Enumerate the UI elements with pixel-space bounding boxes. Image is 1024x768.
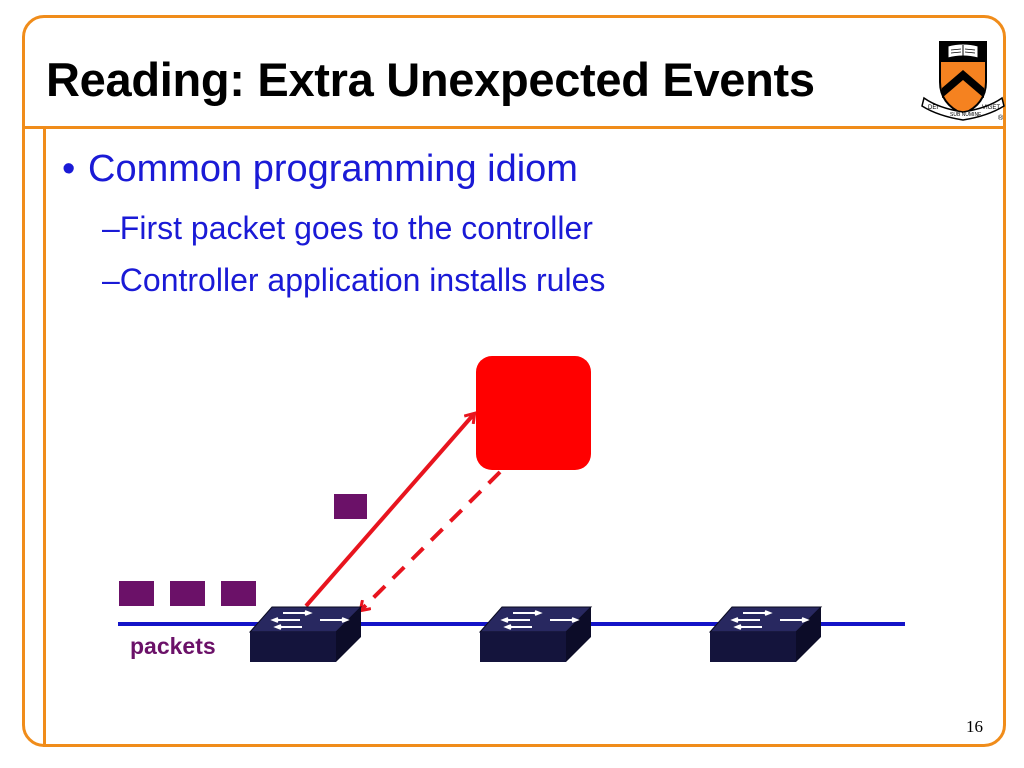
slide-frame bbox=[22, 15, 1006, 747]
sub-item-1: –First packet goes to the controller bbox=[102, 210, 593, 246]
sub-item-2: –Controller application installs rules bbox=[102, 262, 606, 298]
packet-in-flight bbox=[334, 494, 367, 519]
install-rules-arrow bbox=[361, 470, 502, 610]
left-accent-line bbox=[43, 126, 46, 747]
packet bbox=[221, 581, 256, 606]
sub-item-1-text: First packet goes to the controller bbox=[119, 210, 593, 246]
motto-right: VIGET bbox=[982, 105, 1000, 111]
bullet-item: • Common programming idiom bbox=[62, 148, 578, 191]
switch-2 bbox=[478, 606, 593, 662]
packet-in-arrow bbox=[304, 414, 474, 608]
bullet-text: Common programming idiom bbox=[88, 148, 578, 190]
bullet-dot: • bbox=[62, 148, 76, 190]
switch-1 bbox=[248, 606, 363, 662]
princeton-shield-logo: DEI SUB NUMINE VIGET ® bbox=[921, 41, 1005, 122]
packets-label: packets bbox=[130, 633, 216, 659]
motto-center: SUB NUMINE bbox=[950, 112, 982, 118]
slide-title: Reading: Extra Unexpected Events bbox=[46, 53, 815, 106]
motto-left: DEI bbox=[928, 105, 938, 111]
sub-item-2-text: Controller application installs rules bbox=[119, 262, 606, 298]
registered-mark: ® bbox=[998, 114, 1004, 122]
title-divider bbox=[22, 126, 1006, 129]
packet bbox=[170, 581, 205, 606]
packet bbox=[119, 581, 154, 606]
controller-box bbox=[476, 356, 591, 470]
switch-3 bbox=[708, 606, 823, 662]
page-number: 16 bbox=[966, 717, 983, 736]
